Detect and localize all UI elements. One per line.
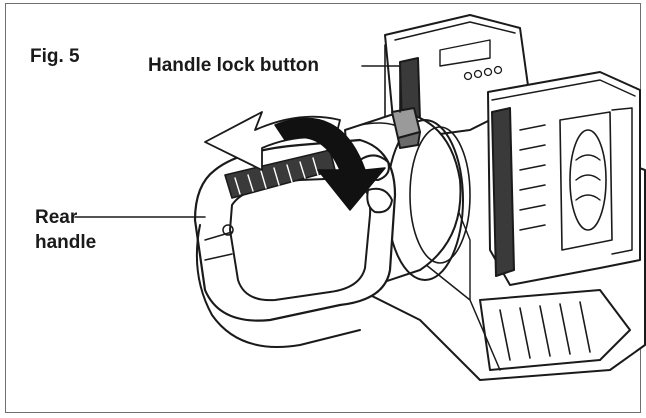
handle-lock-button — [391, 107, 421, 149]
front-battery-pack — [487, 71, 641, 286]
handle-lock-leader — [361, 65, 401, 113]
rear-handle-callout-line2: handle — [35, 232, 97, 253]
rear-handle-callout-line1: Rear — [35, 207, 78, 228]
figure-label: Fig. 5 — [30, 46, 80, 67]
rotation-arrow-solid — [274, 117, 386, 211]
rear-handle-callout: Rear handle — [35, 205, 96, 255]
handle-lock-button-callout: Handle lock button — [148, 55, 319, 76]
